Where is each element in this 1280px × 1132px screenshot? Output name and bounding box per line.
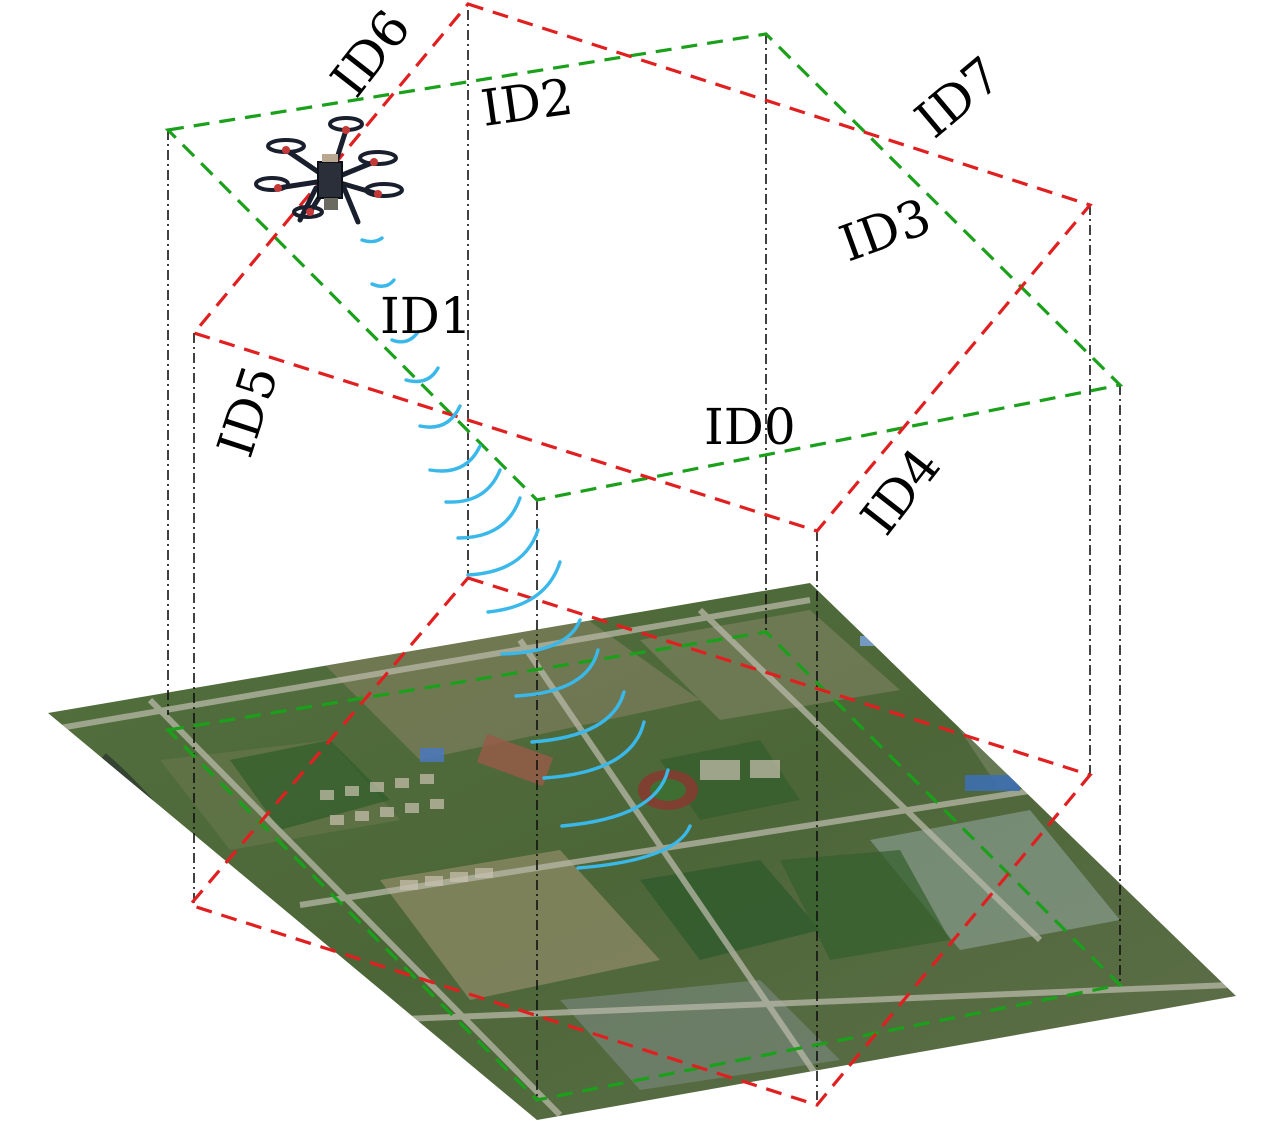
red-frame-ground: [187, 576, 1093, 1107]
label-id5: ID5: [206, 359, 289, 464]
label-id1: ID1: [380, 287, 472, 345]
green-frame-upper: [164, 32, 1124, 502]
label-id4: ID4: [850, 437, 952, 545]
label-id2: ID2: [478, 68, 577, 138]
red-frame-upper: [191, 2, 1093, 533]
label-id7: ID7: [904, 46, 1011, 149]
label-id0: ID0: [704, 398, 796, 456]
satellite-ground-map: [48, 583, 1236, 1120]
signal-waves: [360, 236, 692, 870]
green-frame-ground: [164, 630, 1124, 1102]
id-labels: ID0 ID1 ID2 ID3 ID4 ID5 ID6 ID7: [206, 0, 1012, 545]
drone-icon: [254, 116, 404, 225]
vertical-guide-lines: [167, 10, 1121, 1100]
label-id3: ID3: [832, 187, 938, 273]
